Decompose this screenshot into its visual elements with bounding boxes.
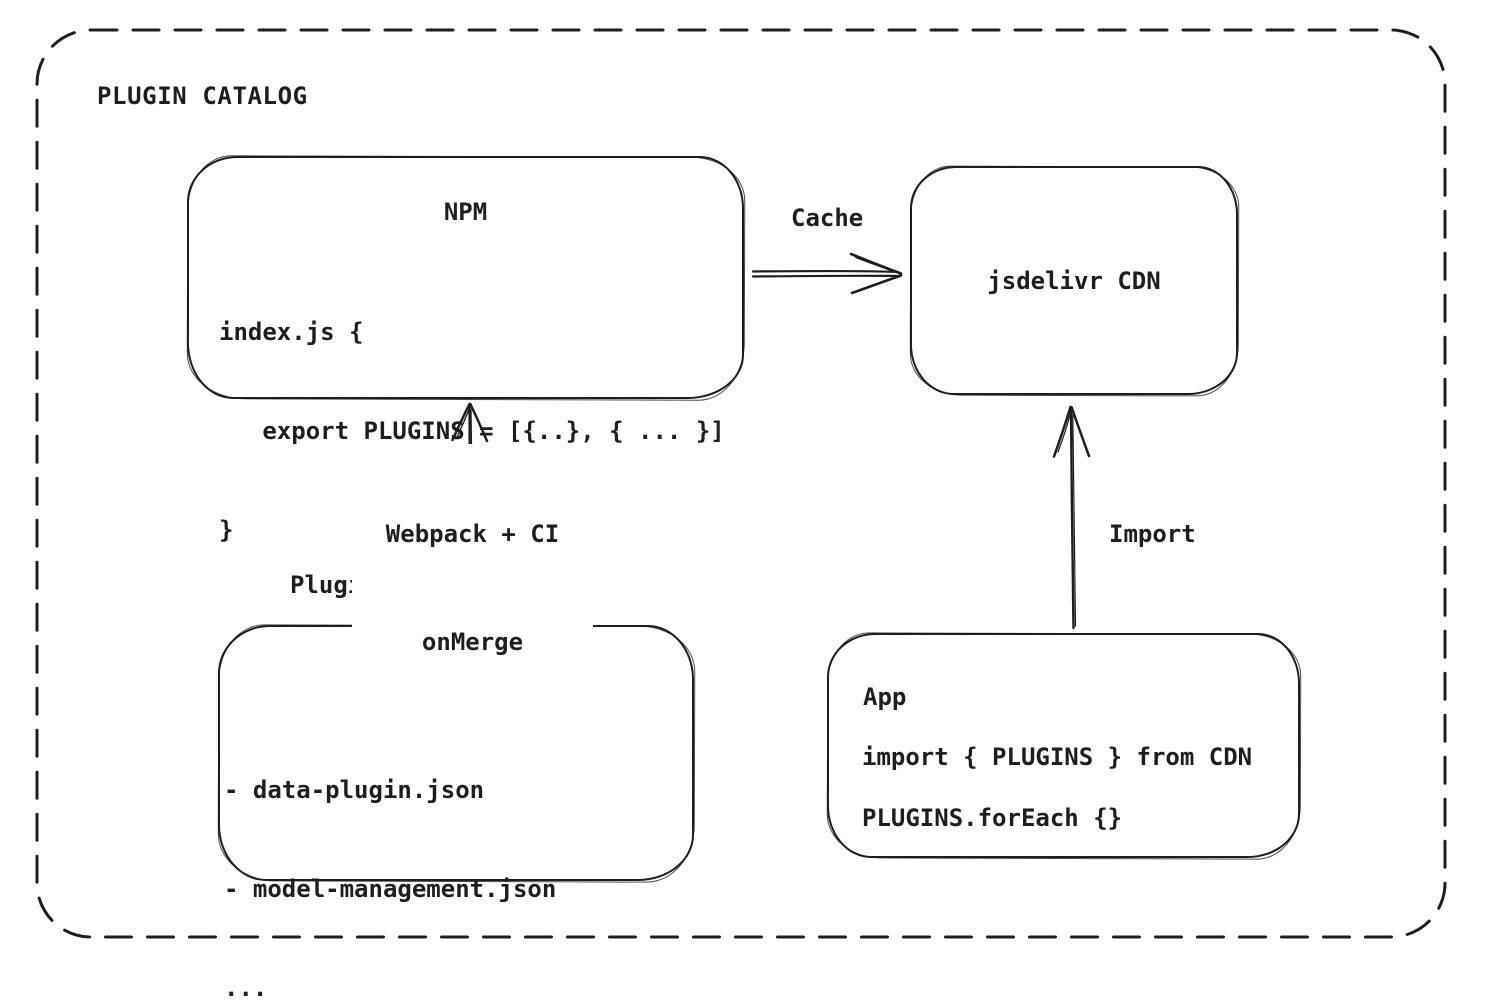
app-code-line: PLUGINS.forEach {} [862,804,1123,832]
repo-file-list: - data-plugin.json - model-management.js… [224,708,556,1002]
repo-file-item: - model-management.json [224,875,557,903]
cache-edge-label: Cache [787,203,868,233]
npm-code-line: } [219,516,234,544]
edge-import-arrow [1052,405,1091,630]
frame-title: PLUGIN CATALOG [97,82,308,110]
repo-file-item: - data-plugin.json [224,776,485,804]
edge-cache-arrow [751,252,903,295]
import-edge-label: Import [1105,519,1200,549]
npm-title: NPM [443,198,488,226]
repo-file-item: ... [224,974,268,1002]
npm-code-line: export PLUGINS = [{..}, { ... }] [219,417,725,445]
build-edge-label-line: Webpack + CI [385,520,560,548]
npm-code: index.js { export PLUGINS = [{..}, { ...… [219,250,725,613]
app-code-line: import { PLUGINS } from CDN [862,743,1253,771]
node-app: App import { PLUGINS } from CDN PLUGINS.… [827,633,1300,858]
node-jsdelivr-cdn: jsdelivr CDN [910,166,1238,395]
cdn-label: jsdelivr CDN [987,266,1161,295]
frame-dashed-border [35,28,1447,939]
npm-code-line: index.js { [219,318,364,346]
app-title: App [863,683,907,711]
node-npm: NPM index.js { export PLUGINS = [{..}, {… [187,156,744,544]
build-edge-label: Webpack + CI onMerge [352,444,593,732]
build-edge-label-line: onMerge [421,628,524,656]
